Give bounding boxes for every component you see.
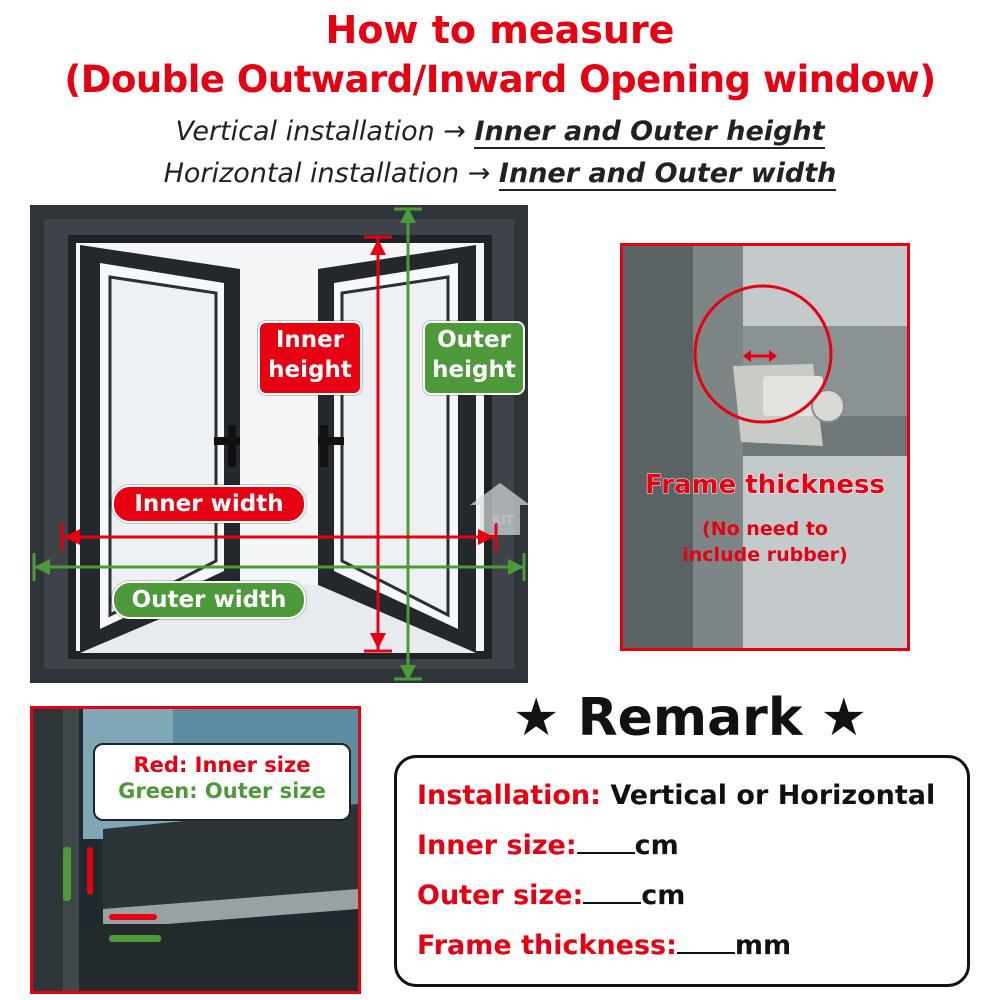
frame-thickness-row: Frame thickness: mm	[417, 930, 791, 961]
frame-thickness-key: Frame thickness:	[417, 930, 677, 961]
installation-row: Installation: Vertical or Horizontal	[417, 780, 935, 811]
frame-thickness-photo: Frame thickness (No need to include rubb…	[620, 243, 910, 651]
legend-box: Red: Inner size Green: Outer size	[93, 743, 351, 821]
frame-photo-illustration	[623, 246, 907, 648]
remark-box: Installation: Vertical or Horizontal Inn…	[394, 755, 970, 987]
inner-size-blank[interactable]	[576, 830, 635, 854]
watermark-text: KIT	[492, 513, 514, 527]
horizontal-installation-line: Horizontal installation → Inner and Oute…	[0, 158, 1000, 191]
outer-width-label: Outer width	[112, 581, 306, 619]
outer-size-row: Outer size: cm	[417, 880, 685, 911]
frame-thickness-blank[interactable]	[676, 930, 735, 954]
red-horizontal-mark	[109, 914, 157, 920]
legend-green: Green: Outer size	[118, 779, 326, 803]
frame-highlight-circle	[693, 284, 833, 424]
inner-size-row: Inner size: cm	[417, 830, 679, 861]
measurement-arrows	[32, 207, 526, 681]
outer-size-unit: cm	[641, 880, 686, 911]
inner-height-label: Inner height	[258, 321, 362, 395]
frame-thickness-note: (No need to include rubber)	[682, 518, 848, 566]
window-diagram: Inner height Outer height Inner width Ou…	[30, 205, 528, 683]
outer-height-label: Outer height	[423, 321, 525, 395]
installation-value: Vertical or Horizontal	[600, 780, 936, 811]
installation-key: Installation:	[417, 780, 601, 811]
horizontal-value: Inner and Outer width	[498, 158, 837, 191]
inner-width-label: Inner width	[112, 485, 306, 523]
size-legend-photo: Red: Inner size Green: Outer size	[30, 706, 361, 994]
vertical-installation-line: Vertical installation → Inner and Outer …	[0, 116, 1000, 149]
frame-thickness-label: Frame thickness	[645, 470, 886, 501]
frame-thickness-unit: mm	[734, 930, 792, 961]
remark-heading: ★ Remark ★	[512, 688, 868, 748]
red-vertical-mark	[87, 847, 93, 895]
inner-size-unit: cm	[634, 830, 679, 861]
green-vertical-mark	[63, 847, 71, 901]
vertical-value: Inner and Outer height	[474, 116, 825, 149]
outer-size-key: Outer size:	[417, 880, 584, 911]
title-line-2: (Double Outward/Inward Opening window)	[64, 58, 936, 101]
legend-red: Red: Inner size	[133, 753, 311, 777]
horizontal-prefix: Horizontal installation →	[163, 158, 499, 189]
title-line-1: How to measure	[325, 8, 675, 52]
green-horizontal-mark	[109, 935, 161, 942]
vertical-prefix: Vertical installation →	[175, 116, 475, 147]
inner-size-key: Inner size:	[417, 830, 577, 861]
outer-size-blank[interactable]	[583, 880, 642, 904]
